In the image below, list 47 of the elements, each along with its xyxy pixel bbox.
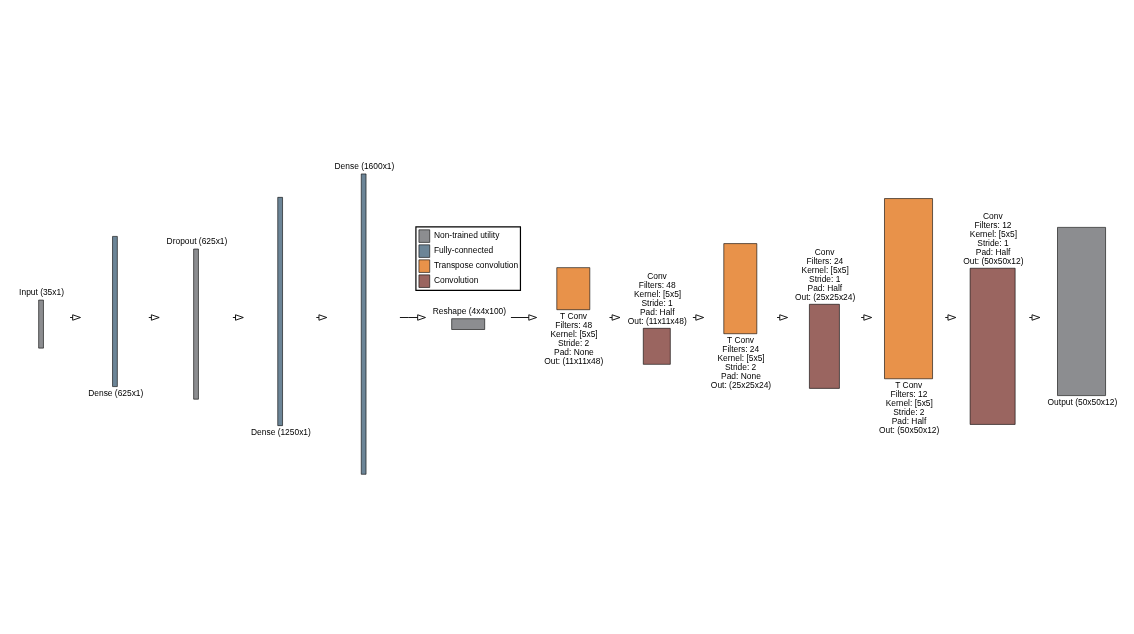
node-label: Filters: 24 [722, 343, 760, 354]
node-label: Stride: 1 [641, 297, 673, 308]
legend-label: Convolution [433, 274, 479, 285]
node-label: Output (50x50x12) [1047, 396, 1118, 407]
node-label: Stride: 2 [724, 361, 757, 372]
node-label: Kernel: [5x5] [801, 264, 849, 275]
node-label: Dense (1600x1) [334, 160, 395, 171]
node-label: Stride: 1 [809, 273, 841, 284]
node-label: Filters: 48 [638, 279, 676, 290]
node-label: Conv [983, 210, 1003, 220]
node-label: Filters: 12 [974, 219, 1012, 230]
node-label: T Conv [727, 334, 755, 345]
node-label: Out: (11x11x48) [544, 355, 604, 366]
node-label: Conv [647, 270, 667, 281]
node-label: Stride: 1 [977, 237, 1009, 248]
node-label: Pad: Half [639, 306, 675, 317]
node-label: Filters: 12 [890, 388, 928, 399]
node-label: Stride: 2 [557, 337, 590, 348]
node-label: Out: (50x50x12) [879, 424, 940, 435]
node-label: Dense (1250x1) [251, 426, 311, 437]
node-label: Out: (11x11x48) [627, 315, 687, 326]
node-label: Input (35x1) [19, 286, 64, 297]
node-label: Out: (25x25x24) [794, 291, 856, 302]
node-label: Kernel: [5x5] [717, 352, 765, 363]
node-label: Dropout (625x1) [166, 235, 228, 246]
node-label: Kernel: [5x5] [885, 397, 933, 408]
node-label: T Conv [560, 310, 588, 321]
node-label: Pad: None [554, 346, 594, 357]
legend-label: Transpose convolution [433, 259, 519, 270]
node-label: Kernel: [5x5] [550, 328, 598, 339]
node-label: Reshape (4x4x100) [432, 305, 507, 316]
node-label: Filters: 24 [806, 255, 844, 266]
node-label: Stride: 2 [893, 406, 925, 417]
node-label: Conv [814, 246, 835, 257]
node-label: Pad: None [721, 370, 761, 381]
node-label: Pad: Half [807, 282, 843, 293]
node-label: Out: (25x25x24) [710, 379, 772, 390]
node-label: Dense (625x1) [88, 387, 144, 398]
node-label: T Conv [895, 379, 923, 390]
node-label: Kernel: [5x5] [969, 228, 1017, 239]
node-label: Out: (50x50x12) [963, 255, 1024, 266]
legend-label: Non-trained utility [433, 229, 500, 240]
node-label: Kernel: [5x5] [633, 288, 682, 299]
node-label: Pad: Half [975, 246, 1011, 257]
node-label: Filters: 48 [555, 319, 593, 330]
legend-label: Fully-connected [433, 244, 494, 255]
node-label: Pad: Half [891, 415, 927, 426]
